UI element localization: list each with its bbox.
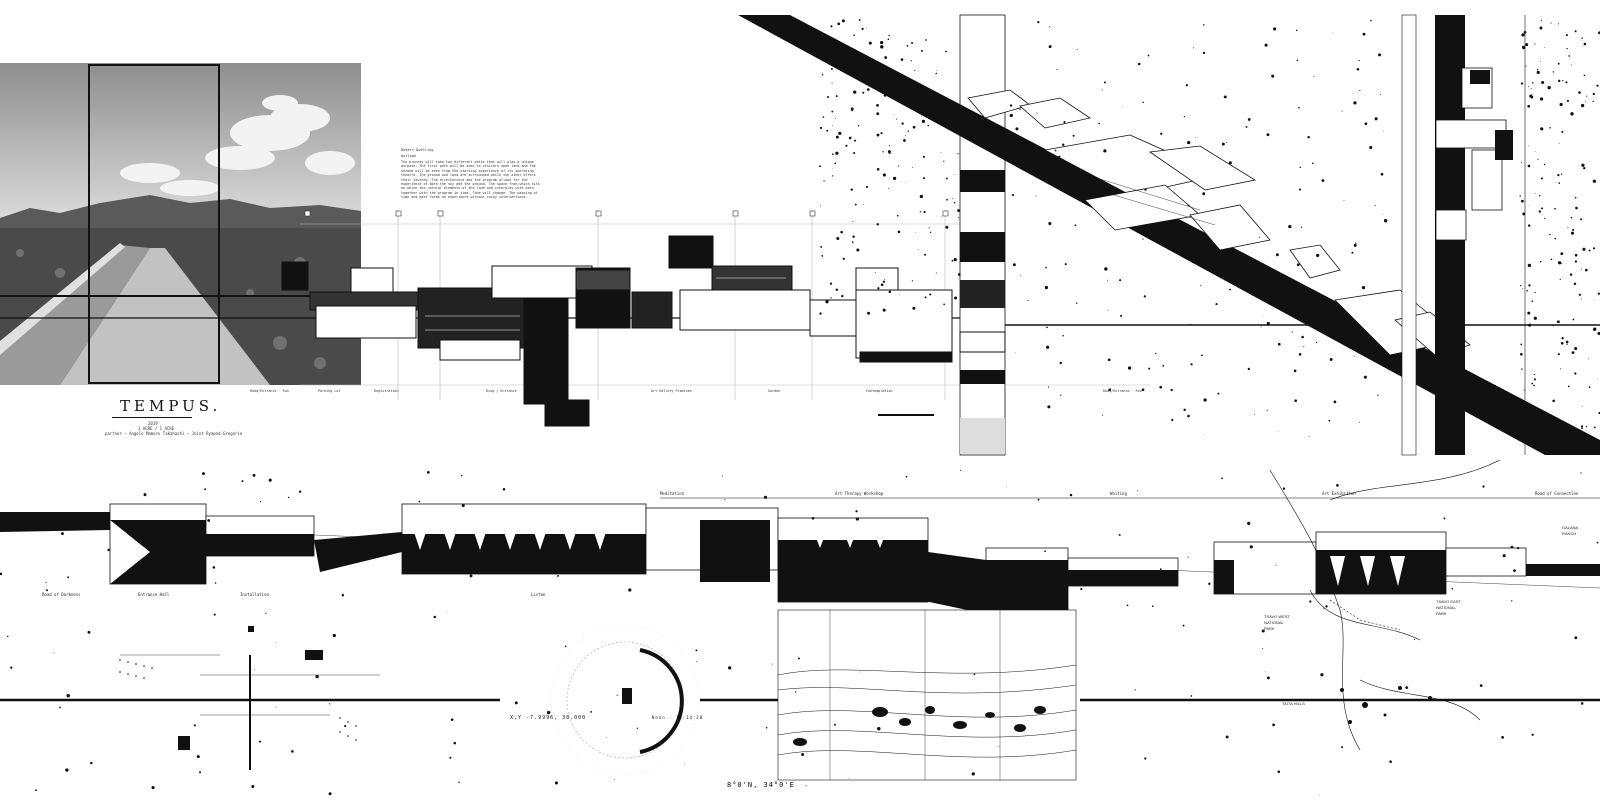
plan-label: Road/Entrance · Run bbox=[1103, 389, 1142, 393]
contour-map bbox=[777, 609, 1077, 781]
text-heading: Desert Dwelling bbox=[401, 148, 434, 152]
long-section: Meditation Art Therapy Workshop Waiting … bbox=[0, 460, 1600, 781]
credits-line-3: partner — Angelo Mamoru Takahashi — Join… bbox=[105, 431, 243, 436]
dial-time: Noon · 18:14:20 bbox=[652, 715, 704, 720]
plan-label: Road/Entrance · Run bbox=[250, 389, 289, 393]
section-label: Art Therapy Workshop bbox=[835, 491, 884, 496]
description-paragraph: The process will take two different path… bbox=[401, 160, 540, 200]
section-label: Installation bbox=[240, 592, 269, 597]
photo-highlight-frame bbox=[88, 64, 220, 384]
plan-label: Registration bbox=[374, 389, 399, 393]
floor-plan bbox=[281, 235, 953, 427]
xy-coordinates: X,Y -7.9996, 38.000 bbox=[510, 715, 587, 721]
section-label: Meditation bbox=[660, 491, 685, 496]
scale-bar bbox=[878, 414, 934, 416]
label-taita-hills: TAITA HILLS bbox=[1282, 701, 1305, 706]
detail-strip bbox=[959, 14, 1006, 456]
label-galana-ranch: GALANA RANCH bbox=[1562, 525, 1579, 536]
label-tsavo-west: TSAVO WEST NATIONAL PARK bbox=[1264, 614, 1290, 631]
section-label: Listen bbox=[531, 592, 546, 597]
geo-coordinates: 8°0'N, 34°0'E bbox=[727, 781, 795, 789]
plan-label: Ring / Entrance bbox=[486, 389, 517, 393]
section-label: Entrance Hall bbox=[138, 592, 170, 597]
plan-label: Garden bbox=[768, 389, 780, 393]
site-photograph bbox=[0, 63, 361, 385]
title-rule bbox=[112, 417, 192, 418]
credits-line-2: 1 ACRE / 1 ACRE bbox=[138, 426, 175, 431]
credits-line-1: 2019 bbox=[148, 421, 158, 426]
label-tsavo-east: TSAVO EAST NATIONAL PARK bbox=[1436, 599, 1461, 616]
top-drawings: Road/Entrance · Run Parking Lot Registra… bbox=[0, 14, 1600, 456]
section-label: Waiting bbox=[1110, 491, 1127, 496]
text-subheading: Outlook bbox=[401, 154, 417, 158]
plan-label: Art Gallery Premises bbox=[651, 389, 692, 393]
photo-illustration bbox=[0, 63, 361, 385]
section-label: Art Exhibition bbox=[1322, 491, 1356, 496]
project-title: TEMPUS. bbox=[120, 397, 222, 415]
section-label: Road of Darkness bbox=[42, 592, 81, 597]
plan-label: Contemplation bbox=[866, 389, 893, 393]
region-map bbox=[1269, 460, 1501, 751]
plan-label: Parking Lot bbox=[318, 389, 340, 393]
axonometric-buildings bbox=[967, 89, 1471, 356]
section-label: Road of Connection bbox=[1535, 491, 1579, 496]
